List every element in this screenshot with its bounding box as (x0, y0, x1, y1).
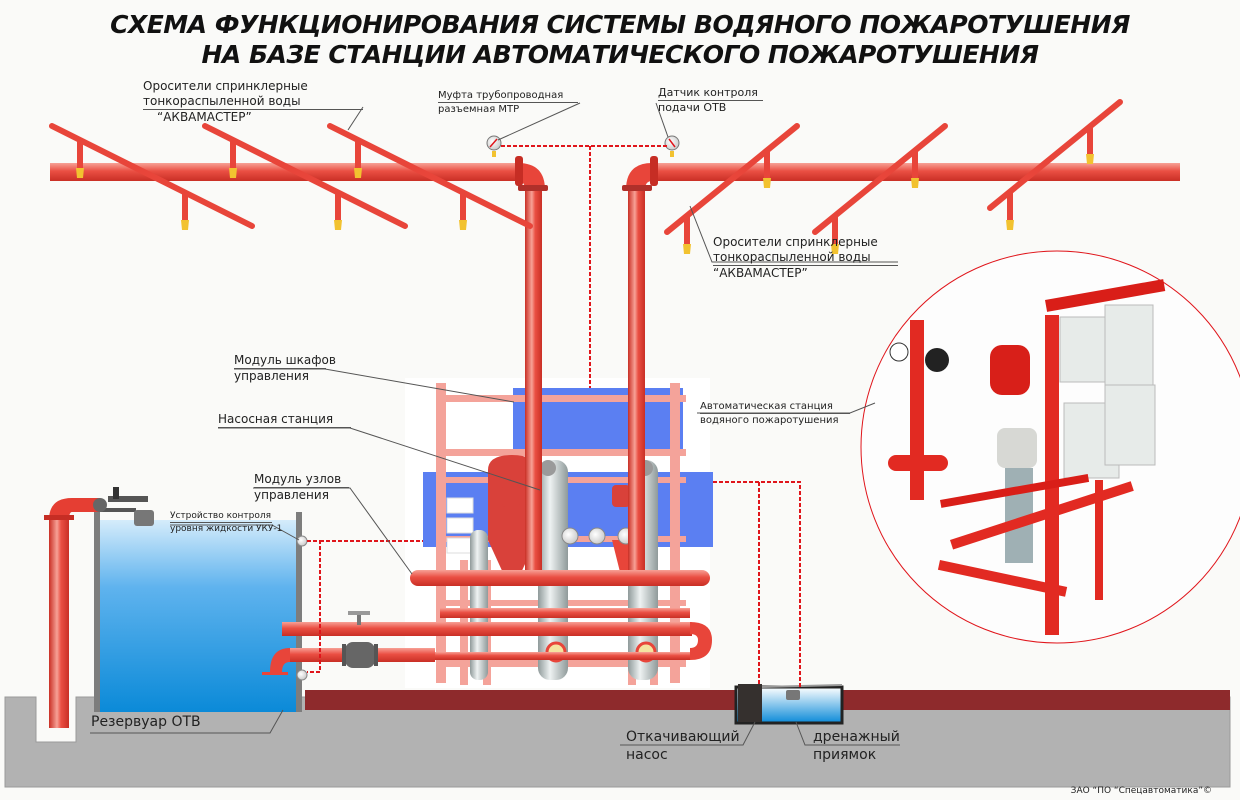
sprinkler-drop (912, 150, 918, 178)
label-flow-sensor: Датчик контроля подачи ОТВ (658, 86, 763, 115)
sprinkler-branch (987, 99, 1123, 211)
risers (525, 180, 645, 580)
sprinkler-head-icon (1006, 220, 1014, 230)
sprinkler-head-icon (354, 168, 362, 178)
flow-sensor-gauge (664, 135, 680, 157)
label-drain-pit: дренажный приямок (813, 729, 900, 763)
drain-pit (734, 684, 844, 725)
label-pump-station: Насосная станция (218, 412, 351, 428)
sprinkler-branch (664, 123, 800, 235)
coupling-gauge (486, 135, 502, 157)
sprinkler-branch (812, 123, 948, 235)
label-reservoir: Резервуар ОТВ (91, 714, 201, 730)
signal-lines (307, 145, 801, 688)
label-control-cabinets: Модуль шкафов управления (234, 353, 336, 383)
label-control-nodes: Модуль узлов управления (254, 472, 349, 503)
manifolds (262, 570, 712, 675)
sprinkler-drop (764, 150, 770, 178)
station-photo (860, 250, 1240, 644)
label-sprinklers-left: Оросители спринклерные тонкораспыленной … (143, 79, 363, 125)
sprinkler-drop (355, 140, 361, 168)
sprinkler-drop (460, 192, 466, 220)
sprinkler-drop (335, 192, 341, 220)
sprinkler-head-icon (683, 244, 691, 254)
label-coupling: Муфта трубопроводная разъемная МТР (438, 89, 578, 116)
sprinkler-head-icon (181, 220, 189, 230)
sprinkler-drop (1007, 192, 1013, 220)
sprinkler-drop (77, 140, 83, 168)
sprinkler-branch (327, 123, 533, 229)
sprinkler-head-icon (831, 244, 839, 254)
diagram-title-line1: СХЕМА ФУНКЦИОНИРОВАНИЯ СИСТЕМЫ ВОДЯНОГО … (110, 10, 1130, 39)
sprinkler-branch (49, 123, 255, 229)
label-sprinklers-right: Оросители спринклерные тонкораспыленной … (713, 235, 898, 281)
sprinkler-head-icon (459, 220, 467, 230)
distribution-pipes (50, 156, 1180, 191)
sprinkler-head-icon (76, 168, 84, 178)
sprinkler-head-icon (763, 178, 771, 188)
label-auto-station: Автоматическая станция водяного пожароту… (700, 400, 850, 427)
sprinkler-drop (832, 216, 838, 244)
sprinkler-drop (230, 140, 236, 168)
label-level-device: Устройство контроля уровня жидкости УКУ-… (170, 511, 283, 534)
copyright: ЗАО “ПО “Спецавтоматика”© (1070, 786, 1212, 796)
sprinkler-drop (1087, 126, 1093, 154)
sprinkler-drop (182, 192, 188, 220)
sprinkler-head-icon (229, 168, 237, 178)
sprinkler-head-icon (1086, 154, 1094, 164)
sprinkler-drop (684, 216, 690, 244)
fill-pipe (44, 498, 107, 728)
drain-pump (738, 684, 762, 722)
reservoir-tank (94, 487, 302, 712)
label-drain-pump: Откачивающий насос (626, 729, 740, 763)
sprinkler-head-icon (911, 178, 919, 188)
leader-lines (90, 102, 900, 746)
diagram-title-line2: НА БАЗЕ СТАНЦИИ АВТОМАТИЧЕСКОГО ПОЖАРОТУ… (201, 40, 1039, 69)
sprinkler-branches-right (664, 99, 1123, 254)
sprinkler-branch (202, 123, 408, 229)
sprinkler-branches-left (49, 123, 533, 230)
sprinkler-head-icon (334, 220, 342, 230)
